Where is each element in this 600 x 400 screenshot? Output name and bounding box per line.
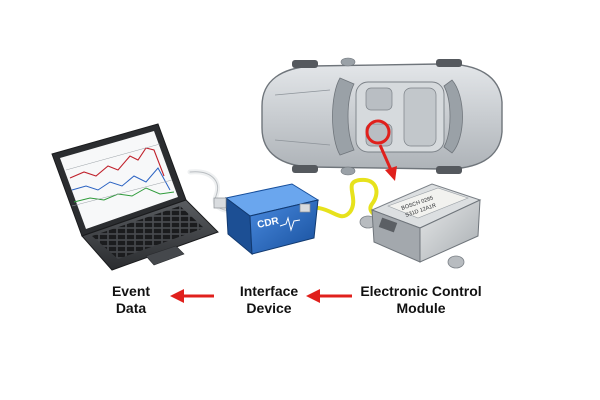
arrow-interface-to-event bbox=[170, 289, 214, 303]
laptop-illustration bbox=[51, 123, 219, 271]
car-illustration bbox=[261, 57, 503, 176]
yellow-cable bbox=[298, 177, 392, 219]
interface-device-line2: Device bbox=[246, 300, 292, 316]
interface-device-illustration: CDR bbox=[213, 183, 320, 256]
event-data-label: Event Data bbox=[96, 283, 166, 317]
interface-device-label: Interface Device bbox=[228, 283, 310, 317]
arrow-car-to-module bbox=[378, 144, 397, 181]
interface-device-line1: Interface bbox=[239, 283, 299, 299]
control-module-line2: Module bbox=[396, 300, 446, 316]
control-module-label: Electronic Control Module bbox=[356, 283, 486, 317]
highlight-circle-icon bbox=[365, 119, 391, 145]
event-data-line2: Data bbox=[115, 300, 147, 316]
control-module-line1: Electronic Control bbox=[360, 283, 482, 299]
arrow-module-to-interface bbox=[306, 289, 352, 303]
control-module-illustration: BOSCH 0285 S31D 12A1R bbox=[359, 183, 482, 269]
device-brand-text: CDR bbox=[256, 216, 280, 231]
event-data-line1: Event bbox=[111, 283, 151, 299]
